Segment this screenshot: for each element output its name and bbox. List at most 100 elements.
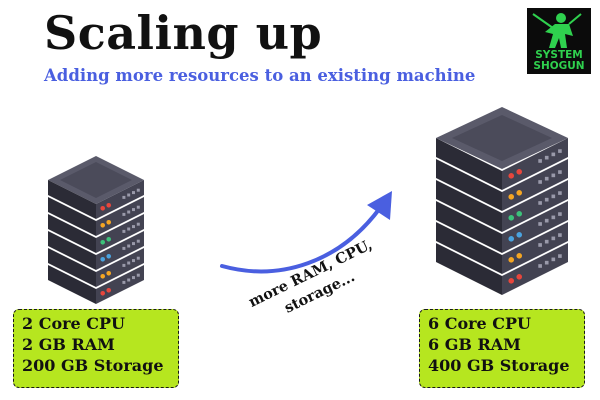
- vent-slot: [558, 212, 562, 216]
- small-server-icon: [48, 156, 144, 304]
- status-led: [508, 278, 515, 284]
- server-unit: [48, 231, 144, 270]
- vent-slot: [132, 276, 135, 280]
- status-led: [516, 190, 523, 196]
- status-led: [516, 253, 523, 259]
- server-unit: [48, 214, 144, 253]
- vent-slot: [122, 280, 126, 284]
- large-server-specs: 6 Core CPU 6 GB RAM 400 GB Storage: [419, 309, 585, 388]
- server-unit: [436, 222, 568, 274]
- vent-slot: [538, 222, 542, 226]
- spec-cpu: 6 Core CPU: [428, 314, 532, 333]
- vent-slot: [132, 225, 135, 229]
- status-led: [516, 232, 523, 238]
- server-unit: [436, 201, 568, 253]
- page-title: Scaling up: [44, 6, 323, 60]
- server-unit: [48, 265, 144, 304]
- status-led: [508, 194, 515, 200]
- server-unit: [436, 180, 568, 232]
- scale-up-arrow: [220, 191, 392, 274]
- server-unit: [48, 197, 144, 236]
- vent-slot: [132, 208, 135, 212]
- status-led: [100, 256, 106, 262]
- vent-slot: [544, 155, 549, 160]
- vent-slot: [558, 191, 562, 195]
- vent-slot: [558, 170, 562, 174]
- vent-slot: [127, 193, 131, 197]
- vent-slot: [132, 259, 135, 263]
- status-led: [516, 211, 523, 217]
- vent-slot: [551, 152, 556, 157]
- brand-logo: SYSTEM SHOGUN: [527, 8, 591, 74]
- vent-slot: [544, 197, 549, 202]
- vent-slot: [132, 191, 135, 195]
- spec-storage: 200 GB Storage: [22, 356, 164, 375]
- vent-slot: [551, 173, 556, 178]
- vent-slot: [122, 195, 126, 199]
- vent-slot: [538, 201, 542, 205]
- status-led: [100, 222, 106, 228]
- spec-ram: 2 GB RAM: [22, 335, 115, 354]
- vent-slot: [551, 257, 556, 262]
- vent-slot: [122, 246, 126, 250]
- vent-slot: [136, 205, 140, 209]
- logo-text-line2: SHOGUN: [533, 60, 585, 72]
- server-unit: [48, 180, 144, 219]
- vent-slot: [122, 212, 126, 216]
- server-unit: [436, 138, 568, 190]
- vent-slot: [136, 222, 140, 226]
- status-led: [106, 253, 112, 259]
- vent-slot: [538, 180, 542, 184]
- vent-slot: [538, 159, 542, 163]
- spec-ram: 6 GB RAM: [428, 335, 521, 354]
- vent-slot: [136, 239, 140, 243]
- vent-slot: [551, 236, 556, 241]
- status-led: [100, 273, 106, 279]
- vent-slot: [544, 260, 549, 265]
- status-led: [106, 287, 112, 293]
- vent-slot: [544, 239, 549, 244]
- status-led: [106, 236, 112, 242]
- vent-slot: [136, 273, 140, 277]
- status-led: [100, 205, 106, 211]
- status-led: [100, 290, 106, 296]
- logo-text-line1: SYSTEM: [535, 49, 583, 61]
- page-subtitle: Adding more resources to an existing mac…: [44, 66, 476, 85]
- status-led: [106, 270, 112, 276]
- vent-slot: [127, 210, 131, 214]
- small-server-specs: 2 Core CPU 2 GB RAM 200 GB Storage: [13, 309, 179, 388]
- vent-slot: [127, 244, 131, 248]
- ninja-figure-icon: [532, 13, 582, 48]
- vent-slot: [544, 176, 549, 181]
- vent-slot: [127, 278, 131, 282]
- vent-slot: [127, 227, 131, 231]
- vent-slot: [132, 242, 135, 246]
- server-unit: [48, 248, 144, 287]
- vent-slot: [538, 243, 542, 247]
- vent-slot: [127, 261, 131, 265]
- status-led: [508, 257, 515, 263]
- spec-cpu: 2 Core CPU: [22, 314, 126, 333]
- status-led: [508, 215, 515, 221]
- vent-slot: [544, 218, 549, 223]
- server-unit: [436, 159, 568, 211]
- vent-slot: [558, 254, 562, 258]
- status-led: [508, 236, 515, 242]
- vent-slot: [551, 215, 556, 220]
- status-led: [106, 202, 112, 208]
- vent-slot: [122, 263, 126, 267]
- status-led: [508, 173, 515, 179]
- status-led: [516, 169, 523, 175]
- vent-slot: [538, 264, 542, 268]
- status-led: [516, 274, 523, 280]
- vent-slot: [136, 256, 140, 260]
- large-server-icon: [436, 107, 568, 295]
- server-unit: [436, 243, 568, 295]
- vent-slot: [551, 194, 556, 199]
- status-led: [106, 219, 112, 225]
- vent-slot: [136, 188, 140, 192]
- status-led: [100, 239, 106, 245]
- vent-slot: [558, 233, 562, 237]
- vent-slot: [122, 229, 126, 233]
